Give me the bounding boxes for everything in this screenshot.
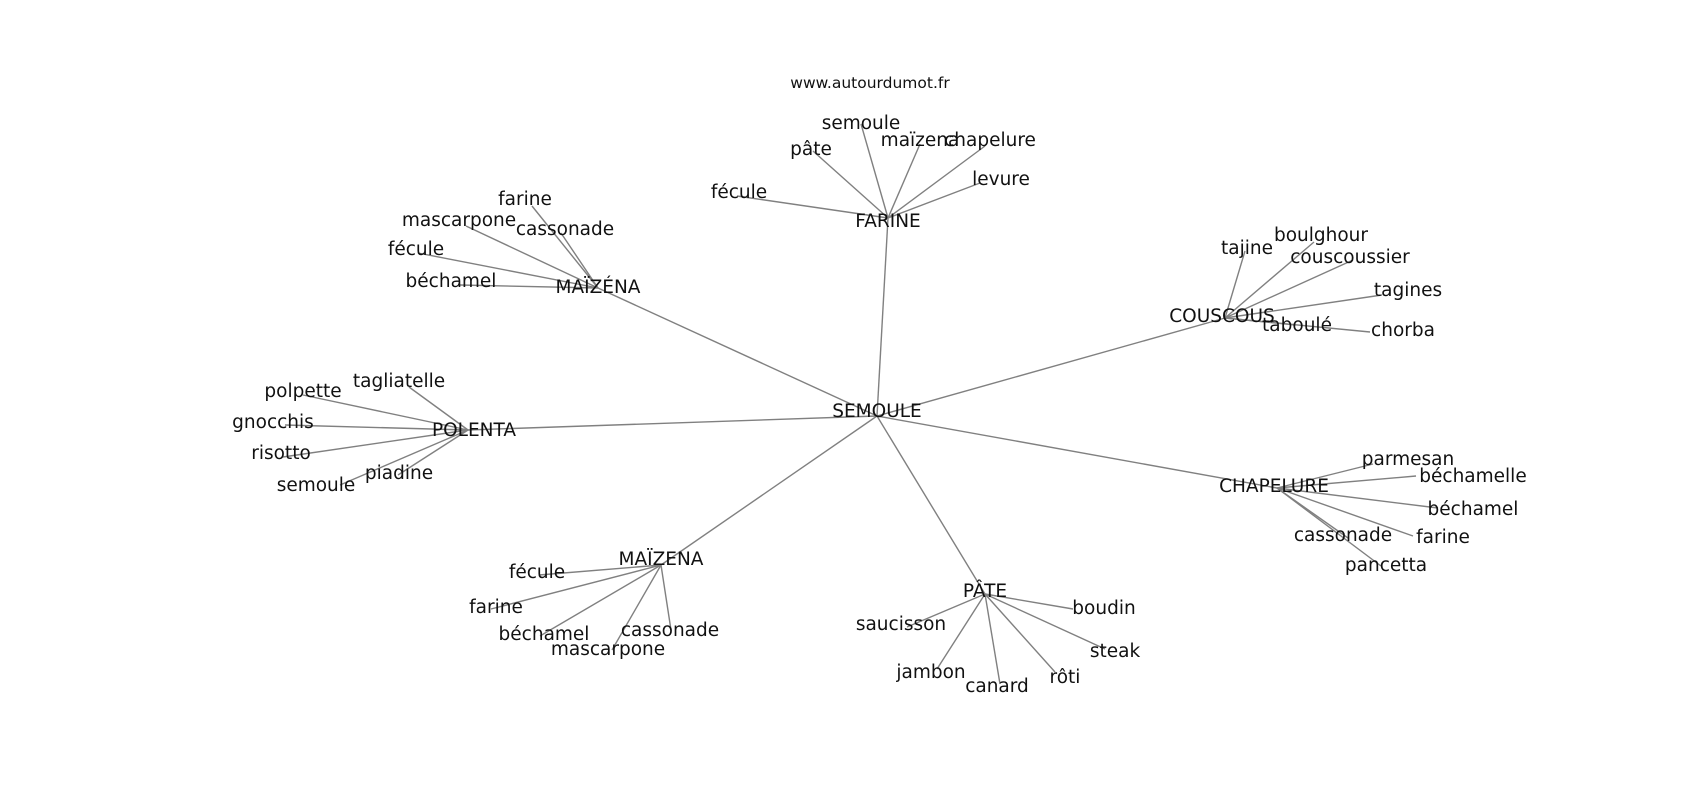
leaf-node-chapelure: cassonade xyxy=(1294,525,1392,546)
edge-farine-leaf xyxy=(887,145,986,219)
edge-maizena-top-leaf xyxy=(531,205,599,289)
edge-maizena-bottom-leaf xyxy=(538,564,662,576)
edge-polenta-leaf xyxy=(284,424,469,431)
edge-maizena-bottom-leaf xyxy=(539,564,662,637)
edge-chapelure-leaf xyxy=(1276,487,1414,537)
leaf-node-maizena-bottom: mascarpone xyxy=(551,639,665,660)
edges-layer xyxy=(282,123,1439,685)
edge-maizena-top-leaf xyxy=(465,225,599,289)
hub-node-couscous: COUSCOUS xyxy=(1169,306,1275,327)
leaf-node-couscous: couscoussier xyxy=(1290,247,1410,268)
leaf-node-polenta: tagliatelle xyxy=(353,371,445,392)
leaf-node-pate: canard xyxy=(965,676,1029,697)
leaf-node-pate: steak xyxy=(1090,641,1141,662)
edge-couscous-leaf xyxy=(1224,294,1383,319)
hub-node-polenta: POLENTA xyxy=(432,420,516,441)
edge-chapelure-leaf xyxy=(1276,487,1439,509)
edge-pate-leaf xyxy=(984,593,1074,610)
leaf-node-couscous: tajine xyxy=(1221,238,1273,259)
leaf-node-pate: boudin xyxy=(1072,598,1135,619)
edge-maizena-top-leaf xyxy=(417,252,599,289)
labels-layer: www.autourdumot.fr SEMOULE FARINE fécule pâ… xyxy=(232,74,1527,697)
edge-maizena-bottom-leaf xyxy=(490,564,662,610)
edge-polenta-leaf xyxy=(397,429,469,476)
hub-node-pate: PÂTE xyxy=(963,580,1007,602)
leaf-node-maizena-bottom: farine xyxy=(469,597,523,618)
center-node-label: SEMOULE xyxy=(832,401,922,422)
edge-couscous-leaf xyxy=(1224,317,1371,333)
edge-chapelure-leaf xyxy=(1276,463,1374,489)
edge-maizena-top-leaf xyxy=(560,232,599,289)
edge-chapelure-leaf xyxy=(1276,475,1417,489)
edge-maizena-bottom-leaf xyxy=(611,564,662,651)
leaf-node-maizena-bottom: fécule xyxy=(509,562,565,583)
leaf-node-maizena-top: mascarpone xyxy=(402,210,516,231)
leaf-node-maizena-bottom: cassonade xyxy=(621,620,719,641)
edge-maizena-top-leaf xyxy=(459,284,599,289)
edge-chapelure-leaf xyxy=(1276,487,1382,567)
edge-pate-leaf xyxy=(906,593,986,628)
edge-couscous-leaf xyxy=(1224,259,1354,319)
leaf-node-farine: semoule xyxy=(822,113,901,134)
edge-pate-leaf xyxy=(984,593,1106,650)
leaf-node-polenta: polpette xyxy=(264,381,341,402)
leaf-node-farine: fécule xyxy=(711,182,767,203)
edge-pate-leaf xyxy=(984,593,1001,685)
edge-farine-leaf xyxy=(812,150,889,219)
edge-farine-leaf xyxy=(887,143,921,219)
leaf-node-pate: rôti xyxy=(1050,667,1081,688)
edge-pate-leaf xyxy=(936,593,986,670)
leaf-node-farine: levure xyxy=(972,169,1030,190)
leaf-node-polenta: piadine xyxy=(365,463,433,484)
edge-center-chapelure xyxy=(876,415,1278,489)
leaf-node-maizena-top: fécule xyxy=(388,239,444,260)
leaf-node-couscous: chorba xyxy=(1371,320,1435,341)
edge-center-polenta xyxy=(467,415,878,431)
edge-polenta-leaf xyxy=(339,429,469,486)
leaf-node-maizena-top: farine xyxy=(498,189,552,210)
edge-couscous-leaf xyxy=(1224,241,1315,319)
leaf-node-polenta: semoule xyxy=(277,475,356,496)
leaf-node-chapelure: parmesan xyxy=(1362,449,1454,470)
edge-pate-leaf xyxy=(984,593,1056,673)
hub-node-farine: FARINE xyxy=(855,211,920,232)
hub-node-maizena-bottom: MAÏZENA xyxy=(619,549,704,570)
leaf-node-maizena-bottom: béchamel xyxy=(499,624,590,645)
edge-farine-leaf xyxy=(887,182,981,219)
edge-polenta-leaf xyxy=(302,394,469,431)
edge-center-pate xyxy=(876,415,986,595)
leaf-node-chapelure: béchamelle xyxy=(1419,466,1526,487)
edge-center-maizena-bottom xyxy=(660,415,878,566)
edge-farine-leaf xyxy=(736,195,889,219)
leaf-node-pate: jambon xyxy=(895,662,965,683)
edge-couscous-leaf xyxy=(1224,250,1246,319)
leaf-node-chapelure: béchamel xyxy=(1428,499,1519,520)
edge-farine-leaf xyxy=(860,123,889,219)
leaf-node-maizena-top: béchamel xyxy=(406,271,497,292)
edge-polenta-leaf xyxy=(408,386,469,431)
leaf-node-farine: maïzena xyxy=(881,130,960,151)
leaf-node-farine: pâte xyxy=(790,139,832,160)
leaf-node-chapelure: pancetta xyxy=(1345,555,1427,576)
hub-node-chapelure: CHAPELURE xyxy=(1219,476,1329,497)
source-watermark: www.autourdumot.fr xyxy=(790,74,950,92)
edge-center-maizena-top xyxy=(597,287,878,417)
hub-node-maizena-top: MAÏZÉNA xyxy=(556,276,641,298)
edge-maizena-bottom-leaf xyxy=(660,564,672,631)
leaf-node-chapelure: farine xyxy=(1416,527,1470,548)
leaf-node-couscous: tagines xyxy=(1374,280,1442,301)
leaf-node-farine: chapelure xyxy=(944,130,1036,151)
edge-polenta-leaf xyxy=(282,429,469,458)
leaf-node-couscous: boulghour xyxy=(1274,225,1368,246)
leaf-node-couscous: taboulé xyxy=(1262,315,1332,336)
edge-center-farine xyxy=(876,217,889,417)
leaf-node-pate: saucisson xyxy=(856,614,946,635)
leaf-node-polenta: gnocchis xyxy=(232,412,314,433)
leaf-node-polenta: risotto xyxy=(251,443,311,464)
leaf-node-maizena-top: cassonade xyxy=(516,219,614,240)
edge-center-couscous xyxy=(876,317,1226,417)
